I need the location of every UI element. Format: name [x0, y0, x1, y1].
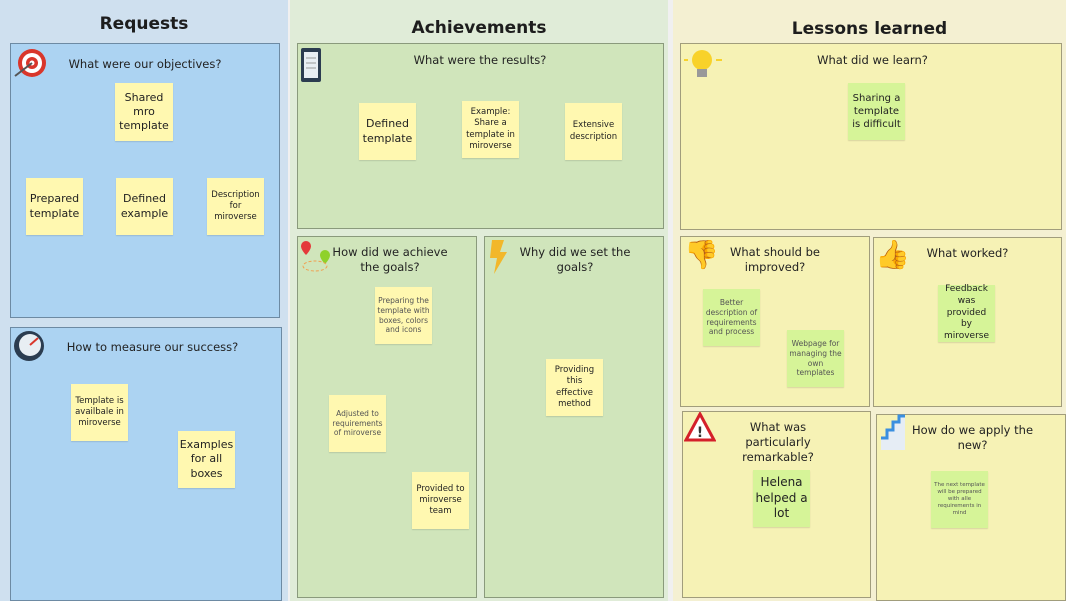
sticky-note[interactable]: Providing this effective method	[546, 359, 603, 416]
lightbulb-icon	[684, 50, 722, 77]
frame-question: What should be improved?	[729, 245, 820, 274]
svg-text:!: !	[697, 425, 703, 441]
sticky-note[interactable]: Shared mro template	[115, 83, 173, 141]
frame-question: How to measure our success?	[66, 340, 239, 354]
sticky-note[interactable]: Feedback was provided by miroverse	[938, 284, 995, 342]
sticky-note[interactable]: Template is availbale in miroverse	[71, 384, 128, 441]
why-goals-frame[interactable]	[484, 236, 664, 598]
sticky-note[interactable]: Adjusted to requirements of miroverse	[329, 395, 386, 452]
sticky-note[interactable]: Webpage for managing the own templates	[787, 330, 844, 387]
measure-success-frame[interactable]	[10, 327, 282, 601]
sticky-note[interactable]: Sharing a template is difficult	[848, 83, 905, 140]
thumbs-down-icon: 👎	[684, 238, 719, 271]
frame-question: What did we learn?	[817, 53, 928, 67]
sticky-note[interactable]: Examples for all boxes	[178, 431, 235, 488]
frame-question: What were the results?	[413, 53, 547, 67]
warning-icon: !	[684, 412, 716, 442]
sticky-note[interactable]: The next template will be prepared with …	[931, 471, 988, 528]
frame-question: What worked?	[926, 246, 1009, 260]
sticky-note[interactable]: Prepared template	[26, 178, 83, 235]
stairs-chart-icon	[881, 414, 905, 450]
column-title: Requests	[99, 14, 189, 34]
how-achieve-frame[interactable]	[297, 236, 477, 598]
sticky-note[interactable]: Extensive description	[565, 103, 622, 160]
lightning-icon	[490, 240, 507, 274]
sticky-note[interactable]: Preparing the template with boxes, color…	[375, 287, 432, 344]
column-title: Achievements	[411, 18, 547, 38]
frame-question: What were our objectives?	[68, 57, 222, 71]
sticky-note[interactable]: Defined example	[116, 178, 173, 235]
column-title: Lessons learned	[791, 19, 948, 39]
target-icon	[14, 49, 46, 77]
frame-question: How did we achieve the goals?	[332, 245, 448, 274]
sticky-note[interactable]: Description for miroverse	[207, 178, 264, 235]
thumbs-up-icon: 👍	[875, 238, 910, 271]
sticky-note[interactable]: Provided to miroverse team	[412, 472, 469, 529]
frame-question: What was particularly remarkable?	[742, 420, 814, 464]
frame-question: How do we apply the new?	[911, 423, 1034, 452]
gauge-icon	[14, 331, 44, 361]
sticky-note[interactable]: Defined template	[359, 103, 416, 160]
sticky-note[interactable]: Example: Share a template in miroverse	[462, 101, 519, 158]
sticky-note[interactable]: Better description of requirements and p…	[703, 289, 760, 346]
frame-question: Why did we set the goals?	[519, 245, 631, 274]
sticky-note[interactable]: Helena helped a lot	[753, 470, 810, 527]
map-pins-icon	[301, 241, 330, 272]
clipboard-icon	[301, 48, 321, 82]
